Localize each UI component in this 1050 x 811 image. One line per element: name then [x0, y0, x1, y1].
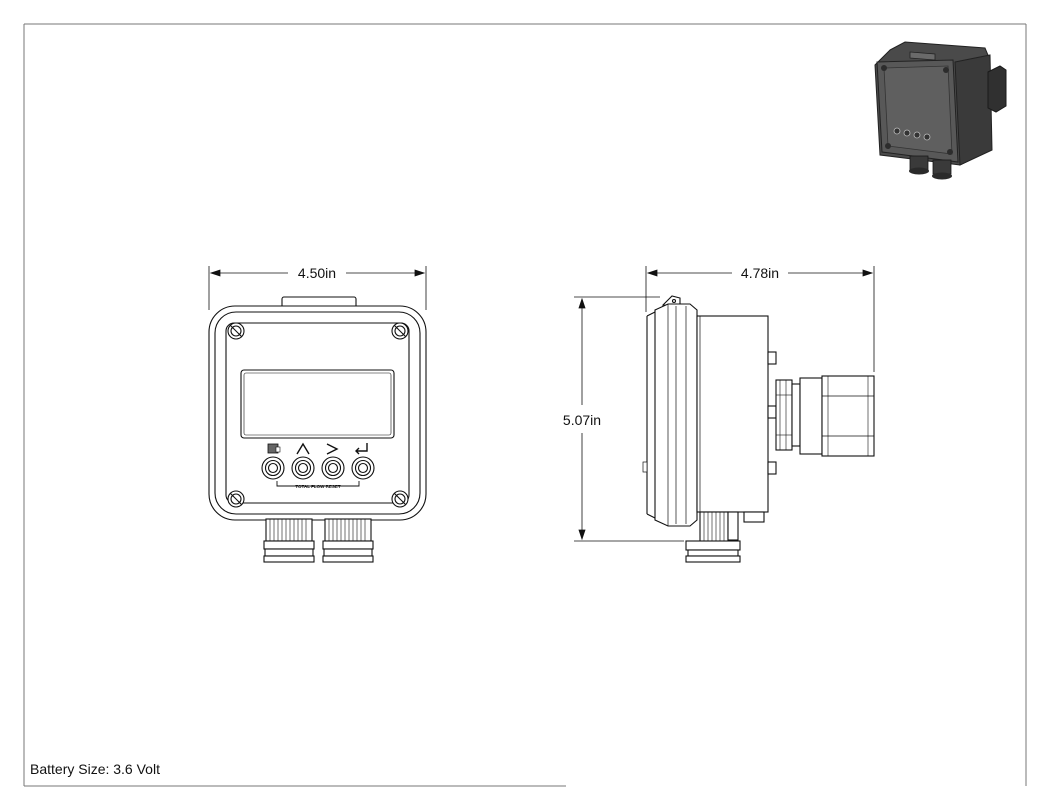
screw-icon: [227, 490, 245, 508]
isometric-view: [874, 41, 1007, 180]
side-depth-dimension: [645, 266, 875, 372]
cable-gland-left: [263, 518, 315, 563]
front-width-label: 4.50in: [298, 265, 336, 281]
reset-bracket: [276, 481, 360, 487]
up-arrow-icon: [296, 442, 310, 455]
button-up: [291, 456, 315, 480]
button-right: [321, 456, 345, 480]
cable-gland-right: [322, 518, 374, 563]
right-arrow-icon: [326, 443, 339, 455]
height-dimension: [574, 296, 684, 542]
button-display: [261, 456, 285, 480]
button-enter: [351, 456, 375, 480]
button-group-label: TOTAL FLOW RESET: [295, 484, 340, 489]
display-icon: [267, 443, 281, 454]
side-view: [642, 295, 875, 563]
front-width-dimension: [208, 266, 427, 310]
enter-icon: [355, 443, 368, 455]
screw-icon: [391, 490, 409, 508]
sheet-border: [23, 23, 1027, 787]
screw-icon: [227, 322, 245, 340]
height-label: 5.07in: [563, 412, 601, 428]
battery-note: Battery Size: 3.6 Volt: [30, 761, 160, 777]
front-view: TOTAL FLOW RESET: [208, 296, 427, 563]
screw-icon: [391, 322, 409, 340]
side-depth-label: 4.78in: [741, 265, 779, 281]
